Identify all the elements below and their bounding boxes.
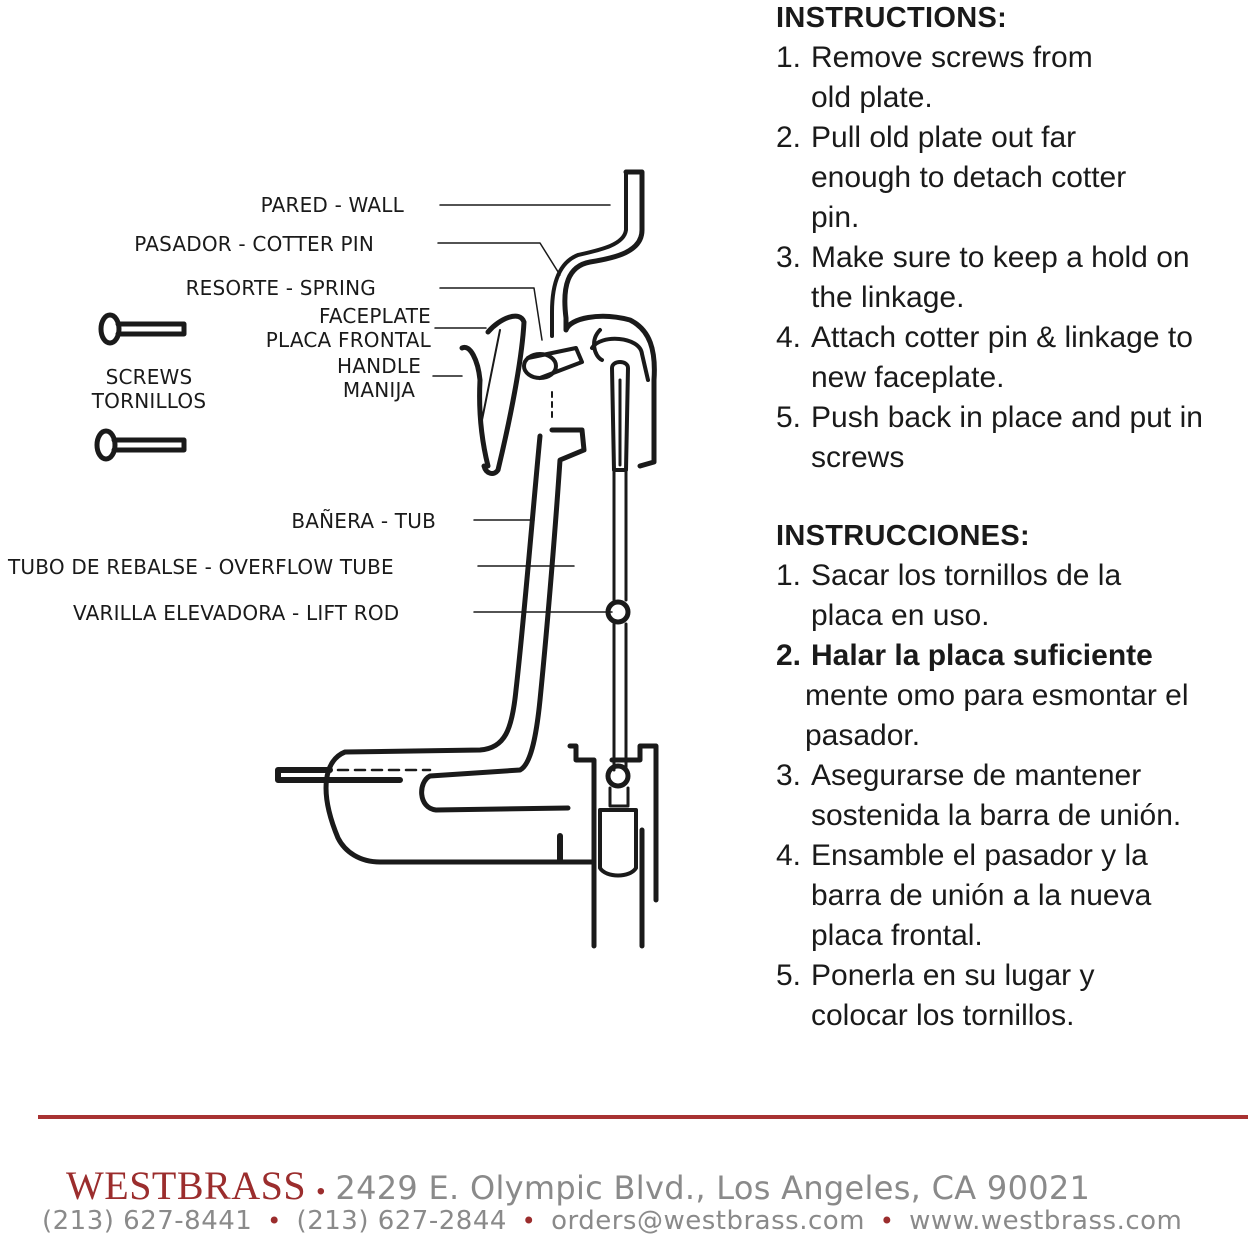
instructions-spanish: INSTRUCCIONES: 1. Sacar los tornillos de…	[776, 516, 1246, 1036]
overflow-assembly-diagram: PARED - WALL PASADOR - COTTER PIN RESORT…	[0, 0, 760, 1000]
separator-dot: •	[521, 1207, 537, 1235]
instrucciones-list: 1. Sacar los tornillos de la placa en us…	[776, 556, 1246, 1036]
label-spring: RESORTE - SPRING	[185, 276, 376, 300]
label-faceplate-es: PLACA FRONTAL	[265, 328, 431, 352]
instruction-step: 1. Sacar los tornillos de la placa en us…	[776, 559, 1122, 632]
email-link[interactable]: orders@westbrass.com	[551, 1206, 865, 1236]
instruction-step: 5. Ponerla en su lugar y colocar los tor…	[776, 959, 1095, 1032]
label-screws-es: TORNILLOS	[91, 389, 207, 413]
screw-bottom	[94, 428, 187, 462]
overflow-tube-shape	[419, 427, 587, 813]
instructions-list: 1. Remove screws from old plate. 2. Pull…	[776, 38, 1246, 478]
faceplate-shape	[481, 313, 527, 476]
instructions-heading: INSTRUCTIONS:	[776, 2, 1008, 34]
label-handle-es: MANIJA	[342, 378, 416, 402]
website-link[interactable]: www.westbrass.com	[909, 1206, 1183, 1236]
label-handle-en: HANDLE	[336, 354, 422, 378]
label-faceplate: FACEPLATE PLACA FRONTAL	[250, 304, 431, 352]
label-handle: HANDLE MANIJA	[330, 354, 428, 402]
instruction-step: 2. Halar la placa suficiente mente omo p…	[776, 639, 1189, 752]
instruction-step: 3. Asegurarse de mantener sostenida la b…	[776, 759, 1182, 832]
phone-secondary[interactable]: (213) 627-2844	[296, 1206, 507, 1236]
instruction-step: 1. Remove screws from old plate.	[776, 41, 1093, 114]
separator-dot: •	[316, 1178, 325, 1205]
footer-contact-line: (213) 627-8441 • (213) 627-2844 • orders…	[42, 1206, 1182, 1236]
instruction-step: 5. Push back in place and put in screws	[776, 401, 1203, 474]
tub-shape	[275, 767, 403, 783]
label-faceplate-en: FACEPLATE	[318, 304, 431, 328]
lift-rod-shape	[610, 360, 630, 472]
instruction-step: 4. Attach cotter pin & linkage to new fa…	[776, 321, 1193, 394]
label-tub: BAÑERA - TUB	[291, 509, 436, 533]
instruction-step: 3. Make sure to keep a hold on the linka…	[776, 241, 1190, 314]
instructions-english: INSTRUCTIONS: 1. Remove screws from old …	[776, 0, 1246, 478]
separator-dot: •	[267, 1207, 282, 1235]
phone-primary[interactable]: (213) 627-8441	[42, 1206, 253, 1236]
separator-dot: •	[879, 1207, 895, 1235]
instruction-step: 2. Pull old plate out far enough to deta…	[776, 121, 1127, 234]
handle-shape	[459, 344, 491, 469]
label-screws: SCREWS TORNILLOS	[86, 365, 212, 413]
company-address: 2429 E. Olympic Blvd., Los Angeles, CA 9…	[335, 1169, 1091, 1207]
overflow-drawing	[94, 169, 659, 949]
label-overflow-tube: TUBO DE REBALSE - OVERFLOW TUBE	[8, 555, 394, 579]
brand-logo: WESTBRASS	[66, 1163, 307, 1208]
label-wall: PARED - WALL	[260, 193, 404, 217]
label-cotter-pin: PASADOR - COTTER PIN	[134, 232, 374, 256]
screw-top	[98, 312, 187, 346]
label-screws-en: SCREWS	[105, 365, 193, 389]
wall-shape	[562, 169, 657, 469]
footer-divider	[38, 1115, 1248, 1119]
instrucciones-heading: INSTRUCCIONES:	[776, 520, 1030, 552]
footer-address-line: WESTBRASS • 2429 E. Olympic Blvd., Los A…	[66, 1162, 1090, 1209]
label-lift-rod: VARILLA ELEVADORA - LIFT ROD	[73, 601, 400, 625]
instruction-step: 4. Ensamble el pasador y la barra de uni…	[776, 839, 1152, 952]
